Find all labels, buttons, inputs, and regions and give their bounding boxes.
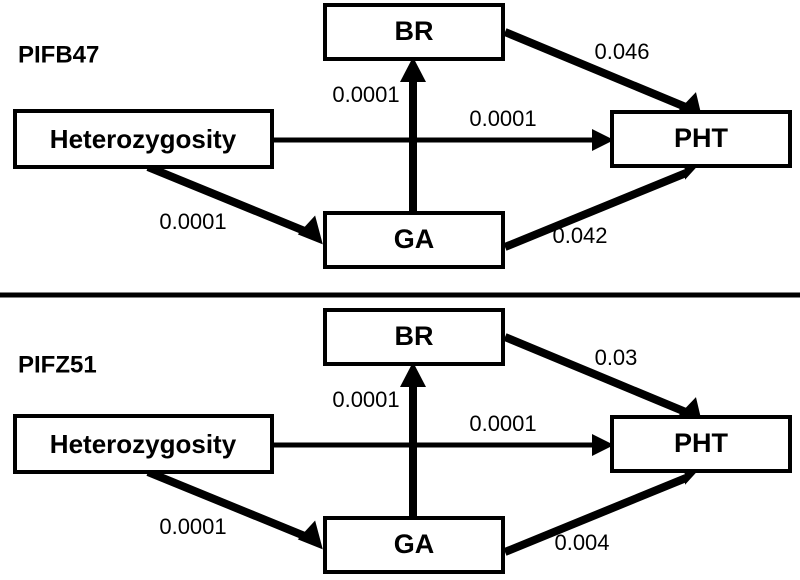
arrowhead-het-to-ga-bottom <box>297 520 323 550</box>
edge-label-ga-to-br-top: 0.0001 <box>332 82 399 107</box>
node-label-heterozygosity-top: Heterozygosity <box>50 124 237 154</box>
arrowhead-ga-to-br-bottom <box>400 362 426 387</box>
arrowhead-het-to-pht-top <box>592 129 614 151</box>
node-br-top: BR <box>323 3 505 61</box>
node-box-heterozygosity-bottom <box>13 414 274 474</box>
node-pht-bottom: PHT <box>610 415 792 473</box>
edge-het-to-pht-bottom <box>272 434 614 456</box>
edge-ga-to-br-bottom <box>400 362 426 518</box>
node-label-ga-bottom: GA <box>394 529 435 559</box>
node-label-br-bottom: BR <box>395 321 434 351</box>
edge-ga-to-br-top <box>400 57 426 213</box>
node-box-ga-top <box>323 211 505 269</box>
node-ga-top: GA <box>323 211 505 269</box>
edge-het-to-pht-top <box>272 129 614 151</box>
node-label-pht-bottom: PHT <box>674 428 729 458</box>
edge-het-to-ga-bottom <box>146 468 323 550</box>
node-label-heterozygosity-bottom: Heterozygosity <box>50 429 237 459</box>
edge-label-br-to-pht-bottom: 0.03 <box>595 345 638 370</box>
panel-pifz51: PIFZ51 <box>13 308 792 574</box>
arrowhead-ga-to-br-top <box>400 57 426 82</box>
edge-label-ga-to-pht-bottom: 0.004 <box>554 530 609 555</box>
node-box-heterozygosity-top <box>13 109 274 169</box>
node-pht-top: PHT <box>610 110 792 168</box>
panel-pifb47: PIFB47 <box>13 3 792 269</box>
node-box-br-top <box>323 3 505 61</box>
edge-label-het-to-ga-bottom: 0.0001 <box>159 514 226 539</box>
edge-label-ga-to-pht-top: 0.042 <box>552 223 607 248</box>
edge-label-ga-to-br-bottom: 0.0001 <box>332 387 399 412</box>
node-ga-bottom: GA <box>323 516 505 574</box>
node-label-ga-top: GA <box>394 224 435 254</box>
arrowhead-het-to-pht-bottom <box>592 434 614 456</box>
node-heterozygosity-bottom: Heterozygosity <box>13 414 274 474</box>
edge-label-br-to-pht-top: 0.046 <box>594 39 649 64</box>
edge-label-het-to-pht-bottom: 0.0001 <box>469 411 536 436</box>
node-br-bottom: BR <box>323 308 505 366</box>
node-label-pht-top: PHT <box>674 123 729 153</box>
node-box-br-bottom <box>323 308 505 366</box>
panel-title-pifb47: PIFB47 <box>18 41 99 68</box>
arrowhead-het-to-ga-top <box>297 215 323 245</box>
panel-title-pifz51: PIFZ51 <box>18 351 97 378</box>
node-box-pht-bottom <box>610 415 792 473</box>
edge-het-to-ga-top <box>146 163 323 245</box>
node-label-br-top: BR <box>395 16 434 46</box>
edge-label-het-to-pht-top: 0.0001 <box>469 106 536 131</box>
node-box-ga-bottom <box>323 516 505 574</box>
edge-label-het-to-ga-top: 0.0001 <box>159 209 226 234</box>
node-box-pht-top <box>610 110 792 168</box>
node-heterozygosity-top: Heterozygosity <box>13 109 274 169</box>
